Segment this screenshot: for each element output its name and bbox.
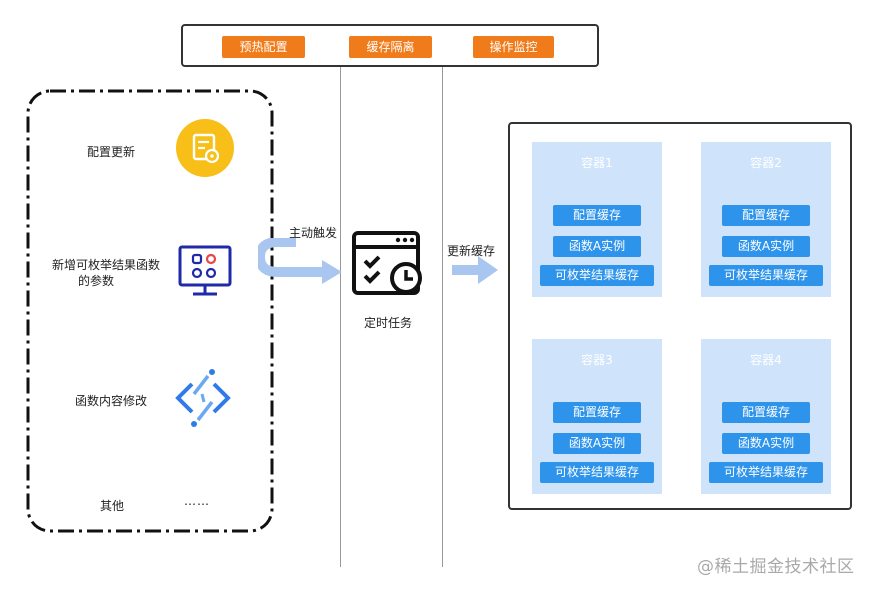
chip-enum-result-cache: 可枚举结果缓存: [709, 265, 823, 286]
container-3: 容器3 配置缓存 函数A实例 可枚举结果缓存: [532, 339, 662, 494]
label-new-enum-function-line2: 的参数: [78, 274, 115, 288]
chip-enum-result-cache: 可枚举结果缓存: [540, 265, 654, 286]
tag-cache-isolation: 缓存隔离: [349, 36, 432, 58]
label-update-cache: 更新缓存: [447, 244, 496, 258]
update-arrow: [452, 256, 498, 284]
container-4: 容器4 配置缓存 函数A实例 可枚举结果缓存: [701, 339, 831, 494]
chip-config-cache: 配置缓存: [553, 402, 641, 423]
container-title: 容器4: [750, 353, 782, 367]
chip-config-cache: 配置缓存: [553, 205, 641, 226]
chip-function-instance: 函数A实例: [722, 236, 810, 257]
code-link-icon: [175, 369, 231, 427]
container-title: 容器2: [750, 156, 782, 170]
container-title: 容器1: [581, 156, 613, 170]
label-other: 其他: [100, 499, 125, 513]
container-title: 容器3: [581, 353, 613, 367]
chip-config-cache: 配置缓存: [722, 205, 810, 226]
trigger-arrow: [258, 238, 342, 284]
label-function-content-change: 函数内容修改: [75, 394, 148, 408]
chip-function-instance: 函数A实例: [553, 433, 641, 454]
container-1: 容器1 配置缓存 函数A实例 可枚举结果缓存: [532, 142, 662, 297]
scheduled-task-icon: [352, 231, 422, 295]
config-document-icon: [176, 119, 234, 177]
chip-function-instance: 函数A实例: [722, 433, 810, 454]
ellipsis: ……: [184, 494, 210, 508]
chip-function-instance: 函数A实例: [553, 236, 641, 257]
label-active-trigger: 主动触发: [289, 226, 338, 240]
change-sources-group: [26, 89, 274, 533]
watermark: @稀土掘金技术社区: [697, 557, 855, 577]
tag-operation-monitor: 操作监控: [473, 36, 554, 58]
label-config-update: 配置更新: [87, 145, 136, 159]
label-new-enum-function-line1: 新增可枚举结果函数: [52, 258, 161, 272]
chip-config-cache: 配置缓存: [722, 402, 810, 423]
label-scheduled-task: 定时任务: [364, 316, 413, 330]
container-2: 容器2 配置缓存 函数A实例 可枚举结果缓存: [701, 142, 831, 297]
divider-line-left: [340, 67, 341, 567]
divider-line-right: [442, 67, 443, 567]
tag-preheat-config: 预热配置: [222, 36, 305, 58]
chip-enum-result-cache: 可枚举结果缓存: [540, 462, 654, 483]
chip-enum-result-cache: 可枚举结果缓存: [709, 462, 823, 483]
monitor-grid-icon: [178, 245, 232, 296]
